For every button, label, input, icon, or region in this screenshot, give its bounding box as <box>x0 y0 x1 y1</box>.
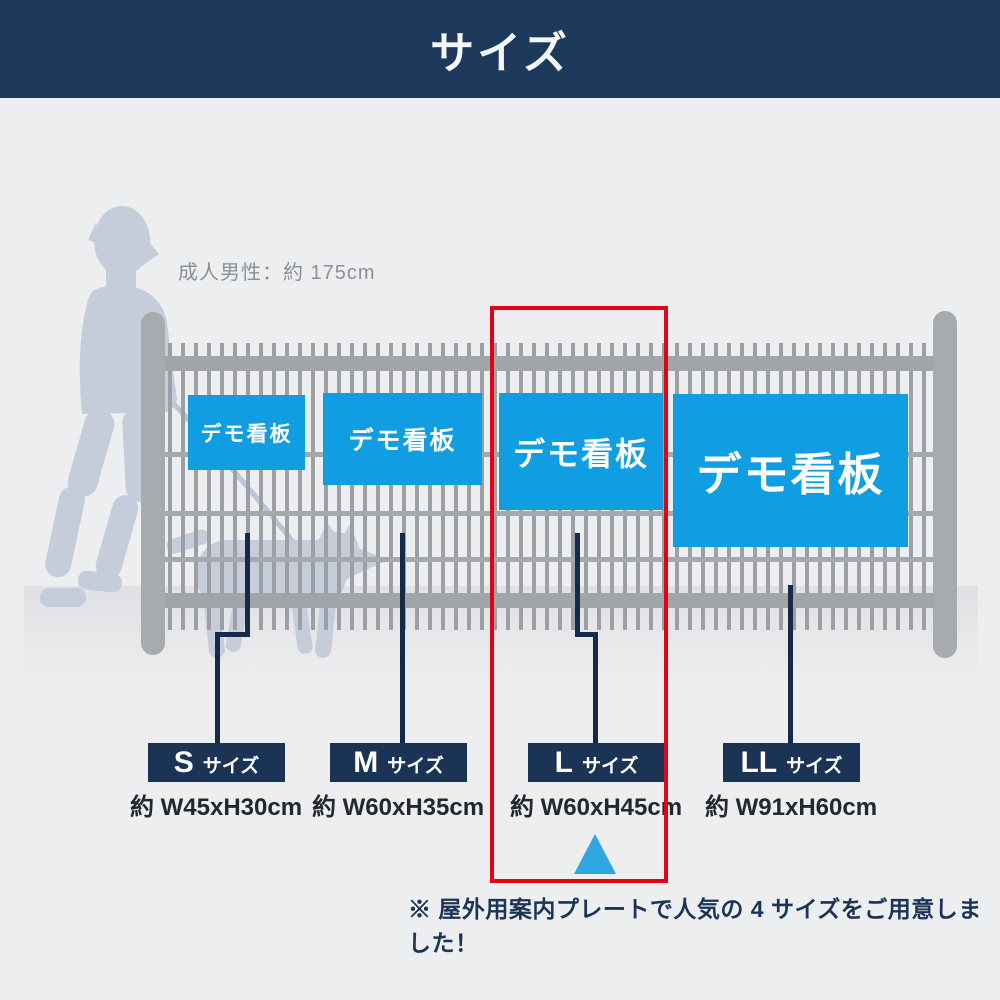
fence-rail-mid-2 <box>164 511 936 516</box>
size-label-ll: LL サイズ <box>723 743 860 782</box>
size-dimensions-l: 約 W60xH45cm <box>509 794 683 821</box>
leader-line-l <box>575 533 598 745</box>
header-bar: サイズ <box>0 0 1000 98</box>
size-label-s: S サイズ <box>148 743 285 782</box>
fence-post-right <box>933 311 957 658</box>
size-label-m: M サイズ <box>330 743 467 782</box>
fence-rail-mid-3 <box>164 557 936 562</box>
demo-sign-m: デモ看板 <box>323 393 482 485</box>
size-letter: M <box>353 746 379 779</box>
size-label-l: L サイズ <box>528 743 665 782</box>
leader-line-s <box>215 533 250 745</box>
page-title: サイズ <box>430 29 570 78</box>
size-unit: サイズ <box>786 756 843 777</box>
pointer-triangle-icon <box>574 834 616 874</box>
scale-label: 成人男性：約 175cm <box>178 262 376 284</box>
footnote: ※ 屋外用案内プレートで人気の 4 サイズをご用意しました！ <box>408 896 982 956</box>
demo-sign-s: デモ看板 <box>188 395 305 470</box>
demo-sign-l: デモ看板 <box>499 393 663 510</box>
size-dimensions-ll: 約 W91xH60cm <box>704 794 878 821</box>
size-unit: サイズ <box>202 756 260 777</box>
size-unit: サイズ <box>581 756 639 777</box>
size-dimensions-s: 約 W45xH30cm <box>129 794 303 821</box>
size-letter: S <box>173 746 194 779</box>
size-dimensions-m: 約 W60xH35cm <box>311 794 485 821</box>
fence-rail-top <box>164 356 936 371</box>
size-letter: LL <box>740 746 778 779</box>
fence-rail-bottom <box>164 593 936 608</box>
demo-sign-ll: デモ看板 <box>673 394 908 547</box>
fence-post-left <box>141 312 165 655</box>
size-letter: L <box>554 746 573 779</box>
highlight-box-l-size <box>490 306 668 883</box>
size-unit: サイズ <box>387 756 444 777</box>
